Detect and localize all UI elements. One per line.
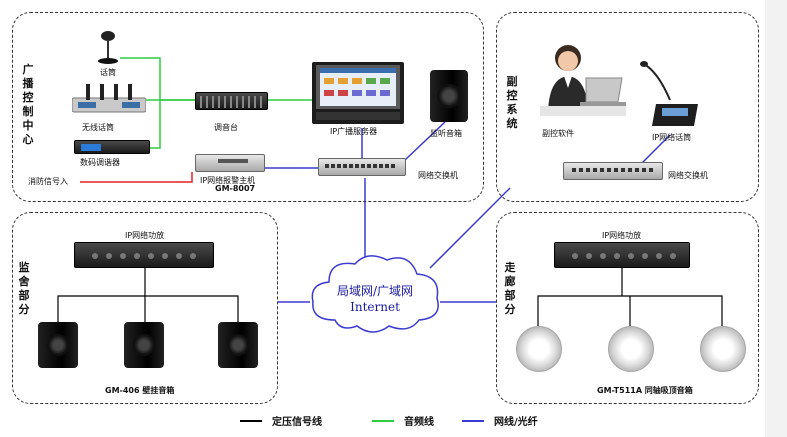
speaker-cone-icon (227, 334, 249, 356)
label-wireless-mic: 无线话筒 (82, 123, 114, 132)
digital-tuner (74, 140, 150, 154)
label-microphone: 话筒 (100, 68, 116, 77)
label-tuner: 数码调谐器 (80, 158, 120, 167)
ceiling-speaker-1 (516, 326, 562, 372)
speaker-cone-icon (437, 84, 461, 108)
ip-broadcast-server (312, 62, 404, 124)
speaker-line-prison-bus (57, 295, 239, 322)
label-switch-main: 网络交换机 (418, 171, 458, 180)
ip-paging-microphone (638, 60, 702, 130)
network-switch-main (318, 158, 406, 176)
label-amp-prison: IP网络功放 (125, 231, 165, 240)
ceiling-speaker-2 (608, 326, 654, 372)
network-line-sub-to-cloud (429, 187, 511, 269)
cloud-label-line1: 局域网/广域网 (336, 284, 414, 298)
label-ip-paging-mic: IP网络话筒 (652, 133, 692, 142)
ceiling-speaker-3 (700, 326, 746, 372)
panel-sub-control: 副控系统 (496, 12, 759, 202)
caption-corridor-speakers: GM-T511A 同轴吸顶音箱 (597, 386, 693, 395)
panel-title-corridor: 走廊部分 (504, 261, 516, 316)
legend-label-audio: 音频线 (404, 417, 434, 428)
cloud-label-line2: Internet (350, 300, 400, 314)
panel-prison: 监舍部分 GM-406 壁挂音箱 (12, 212, 278, 404)
panel-title-sub-control: 副控系统 (506, 75, 518, 130)
panel-control-center: 广播控制中心 (12, 12, 484, 202)
legend-swatch-network (462, 420, 484, 422)
network-switch-sub (563, 162, 663, 180)
caption-prison-speakers: GM-406 壁挂音箱 (105, 386, 175, 395)
label-sub-software: 副控软件 (542, 129, 574, 138)
label-alarm-host: IP网络报警主机 (200, 176, 256, 185)
panel-title-prison: 监舍部分 (18, 261, 30, 316)
monitor-speaker (430, 70, 468, 122)
label-amp-corridor: IP网络功放 (602, 231, 642, 240)
speaker-cone-icon (47, 334, 69, 356)
fire-signal-line (80, 172, 193, 183)
network-line-subswitch-to-mic (639, 134, 671, 166)
label-fire-signal: 消防信号入 (28, 177, 68, 186)
legend-swatch-signal (240, 420, 262, 422)
wall-speaker-2 (124, 322, 164, 368)
speaker-cone-icon (133, 334, 155, 356)
scrollbar-gutter (765, 0, 787, 437)
operator-with-laptop (540, 40, 626, 116)
network-cloud: 局域网/广域网 Internet (305, 248, 445, 340)
label-alarm-model: GM-8007 (215, 184, 256, 193)
legend-swatch-audio (372, 420, 394, 422)
legend-label-network: 网线/光纤 (494, 417, 538, 428)
label-switch-sub: 网络交换机 (668, 171, 708, 180)
tuner-display-icon (81, 144, 101, 151)
label-ip-server: IP广播服务器 (330, 127, 378, 136)
audio-line-mic-to-mixer (120, 57, 161, 100)
legend-label-signal: 定压信号线 (272, 417, 322, 428)
panel-title-control-center: 广播控制中心 (22, 63, 34, 146)
microphone-icon (96, 30, 120, 66)
audio-mixer (195, 92, 268, 110)
label-monitor-speaker: 监听音箱 (430, 129, 462, 138)
ip-amplifier-corridor (554, 242, 690, 268)
wall-speaker-1 (38, 322, 78, 368)
ip-amplifier-prison (74, 242, 214, 268)
network-line-switch-to-monitor (404, 121, 446, 161)
wall-speaker-3 (218, 322, 258, 368)
panel-corridor: 走廊部分 GM-T511A 同轴吸顶音箱 (496, 212, 759, 404)
ip-alarm-host (195, 154, 265, 172)
label-mixer: 调音台 (214, 123, 238, 132)
wireless-mic-receiver (71, 84, 147, 114)
